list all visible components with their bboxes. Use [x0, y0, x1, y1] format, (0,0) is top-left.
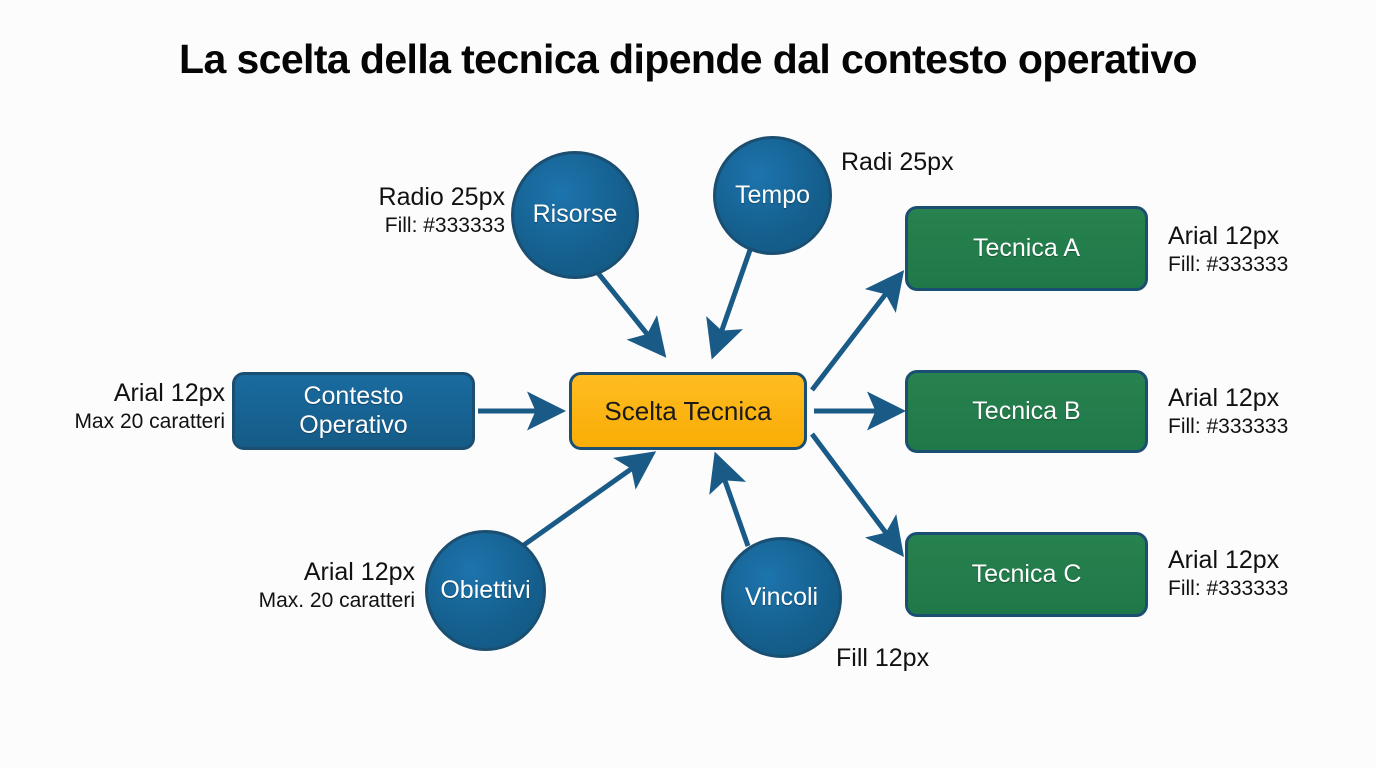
- node-obiettivi-label: Obiettivi: [440, 575, 531, 604]
- node-vincoli-label: Vincoli: [744, 582, 819, 611]
- annotation-tecnica-b-line1: Arial 12px: [1168, 384, 1280, 412]
- node-obiettivi[interactable]: Obiettivi: [425, 530, 546, 651]
- node-tempo[interactable]: Tempo: [713, 136, 832, 255]
- page-title: La scelta della tecnica dipende dal cont…: [179, 36, 1198, 82]
- node-contesto-line2: Operativo: [299, 411, 408, 439]
- node-tecnica-b-label: Tecnica B: [972, 396, 1081, 425]
- annotation-risorse-line1: Radio 25px: [378, 183, 505, 211]
- annotation-tecnica-a-line1: Arial 12px: [1168, 222, 1280, 250]
- node-risorse-label: Risorse: [532, 200, 618, 229]
- node-scelta-tecnica-label: Scelta Tecnica: [604, 395, 772, 426]
- edge-vincoli-to-center: [709, 451, 751, 547]
- annotation-obiettivi-line1: Arial 12px: [303, 558, 415, 586]
- annotation-tecnica-a-spec: Arial 12px Fill: #333333: [1168, 222, 1373, 277]
- annotation-tecnica-b-line2: Fill: #333333: [1168, 414, 1289, 438]
- annotation-risorse-spec: Radio 25px Fill: #333333: [310, 183, 505, 238]
- annotation-tecnica-c-spec: Arial 12px Fill: #333333: [1168, 546, 1373, 601]
- node-contesto-operativo-label: Contesto Operativo: [299, 382, 407, 441]
- annotation-contesto-line2: Max 20 caratteri: [74, 409, 225, 433]
- annotation-tempo-spec: Radi 25px: [841, 148, 1061, 178]
- node-tecnica-a-label: Tecnica A: [972, 233, 1080, 262]
- edge-risorse-to-center: [596, 271, 667, 358]
- edge-tempo-to-center: [706, 249, 753, 360]
- annotation-obiettivi-spec: Arial 12px Max. 20 caratteri: [205, 558, 415, 613]
- annotation-tecnica-a-line2: Fill: #333333: [1168, 252, 1289, 276]
- edge-center-to-tecnica-a: [810, 270, 905, 392]
- annotation-vincoli-line1: Fill 12px: [836, 644, 930, 672]
- annotation-tecnica-c-line2: Fill: #333333: [1168, 576, 1289, 600]
- node-contesto-operativo[interactable]: Contesto Operativo: [232, 372, 475, 450]
- annotation-tecnica-c-line1: Arial 12px: [1168, 546, 1280, 574]
- node-scelta-tecnica[interactable]: Scelta Tecnica: [569, 372, 807, 450]
- edge-center-to-tecnica-c: [809, 432, 904, 558]
- node-tempo-label: Tempo: [734, 180, 811, 209]
- node-tecnica-a[interactable]: Tecnica A: [905, 206, 1148, 291]
- node-tecnica-c[interactable]: Tecnica C: [905, 532, 1148, 617]
- node-vincoli[interactable]: Vincoli: [721, 537, 842, 658]
- edge-obiettivi-to-center: [519, 451, 657, 550]
- annotation-vincoli-spec: Fill 12px: [836, 644, 1036, 674]
- annotation-risorse-line2: Fill: #333333: [384, 213, 505, 237]
- annotation-tempo-line1: Radi 25px: [841, 148, 954, 176]
- node-risorse[interactable]: Risorse: [511, 151, 639, 279]
- annotation-contesto-line1: Arial 12px: [113, 379, 225, 407]
- annotation-tecnica-b-spec: Arial 12px Fill: #333333: [1168, 384, 1373, 439]
- node-tecnica-c-label: Tecnica C: [971, 559, 1082, 588]
- node-contesto-line1: Contesto: [303, 381, 404, 410]
- node-tecnica-b[interactable]: Tecnica B: [905, 370, 1148, 453]
- annotation-obiettivi-line2: Max. 20 caratteri: [258, 588, 415, 612]
- annotation-contesto-spec: Arial 12px Max 20 caratteri: [20, 379, 225, 434]
